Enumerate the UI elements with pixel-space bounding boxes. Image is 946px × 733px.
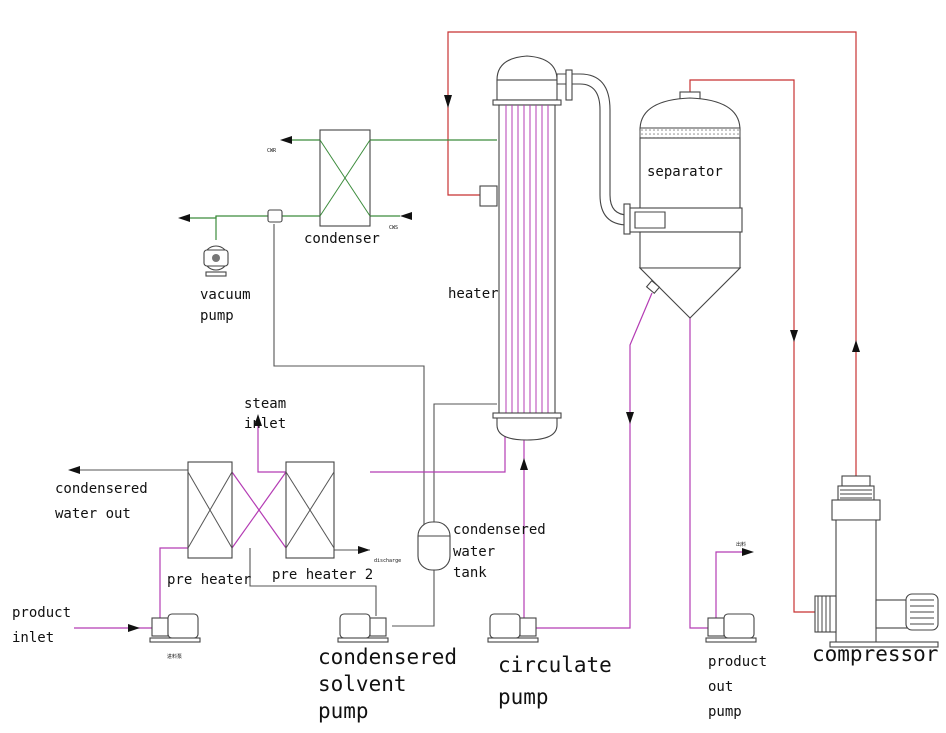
tank-label-3: tank <box>453 565 487 581</box>
vacuum-pump <box>203 245 229 277</box>
steam-label: steam <box>244 396 286 412</box>
vacuum-out-line <box>190 216 217 219</box>
condenser-label: condenser <box>304 231 380 247</box>
product-inlet-label-1: product <box>12 605 71 621</box>
tank-label-2: water <box>453 544 495 560</box>
heater-drain-line <box>433 403 497 540</box>
heater-vessel <box>479 55 562 441</box>
compressor-unit <box>814 475 939 648</box>
preheater-inlet-line <box>159 547 188 618</box>
product-inlet-pump <box>149 613 201 643</box>
arrow-discharge <box>358 546 370 554</box>
vapor-elbow-pipe <box>556 69 631 235</box>
circulate-pump-icon <box>487 613 539 643</box>
separator-vessel <box>629 91 743 319</box>
preheater-cross-line-2 <box>231 471 287 549</box>
product-out-pump-icon <box>705 613 757 643</box>
condenser <box>267 129 371 227</box>
tank-to-pump-line <box>392 570 435 627</box>
product-out-up-line <box>715 551 742 620</box>
arrow-circulate-up <box>520 458 528 470</box>
pre-heater-1 <box>187 461 233 559</box>
condensered-label: condensered <box>55 481 148 497</box>
arrow-compressor-up <box>852 340 860 352</box>
product-out-label-3: pump <box>708 704 742 720</box>
compressor-to-heater-line <box>447 31 857 485</box>
separator-to-compressor-line <box>689 79 815 613</box>
condensate-line <box>273 224 425 540</box>
preheater-to-solvent-line <box>249 548 377 616</box>
arrow-cws <box>400 212 412 220</box>
circulate-label: circulate <box>498 653 612 677</box>
tank-label-1: condensered <box>453 522 546 538</box>
product-out-label-2: out <box>708 679 733 695</box>
discharge-cn-label: 出料 <box>736 541 746 548</box>
arrow-heater-in <box>444 95 452 108</box>
product-inlet-label-2: inlet <box>12 630 54 646</box>
inlet-label: inlet <box>244 416 286 432</box>
solvent-pump-label-2: solvent <box>318 672 407 696</box>
compressor-label: compressor <box>812 642 938 666</box>
arrow-product-inlet <box>128 624 140 632</box>
steam-inlet-line <box>257 420 286 473</box>
vacuum-pump-line <box>215 215 268 240</box>
separator-label: separator <box>647 164 723 180</box>
separator-drain-line <box>524 292 653 629</box>
water-out-label: water out <box>55 506 131 522</box>
arrow-separator-out <box>790 330 798 342</box>
condensered-solvent-pump-icon <box>337 613 389 643</box>
arrow-circulate <box>626 412 634 424</box>
cwr-label: CWR <box>267 148 277 154</box>
circulate-pump-label: pump <box>498 685 549 709</box>
condensered-water-tank <box>417 521 451 571</box>
product-out-line <box>689 318 712 629</box>
pump-label: pump <box>200 308 234 324</box>
arrow-cwr <box>280 136 292 144</box>
solvent-pump-label-3: pump <box>318 699 369 723</box>
arrow-vacuum <box>178 214 190 222</box>
vacuum-label: vacuum <box>200 287 251 303</box>
cws-label: CWS <box>389 225 398 231</box>
pre-heater-2-label: pre heater 2 <box>272 567 373 583</box>
arrow-steam <box>254 414 262 426</box>
pre-heater-label: pre heater <box>167 572 251 588</box>
feed-pump-cn-label: 进料泵 <box>167 653 182 660</box>
arrow-product-out <box>742 548 754 556</box>
pre-heater-2 <box>285 461 335 559</box>
heater-label: heater <box>448 286 499 302</box>
solvent-pump-label-1: condensered <box>318 645 457 669</box>
product-out-label-1: product <box>708 654 767 670</box>
arrow-condensered-water <box>68 466 80 474</box>
discharge-label: discharge <box>374 558 401 564</box>
